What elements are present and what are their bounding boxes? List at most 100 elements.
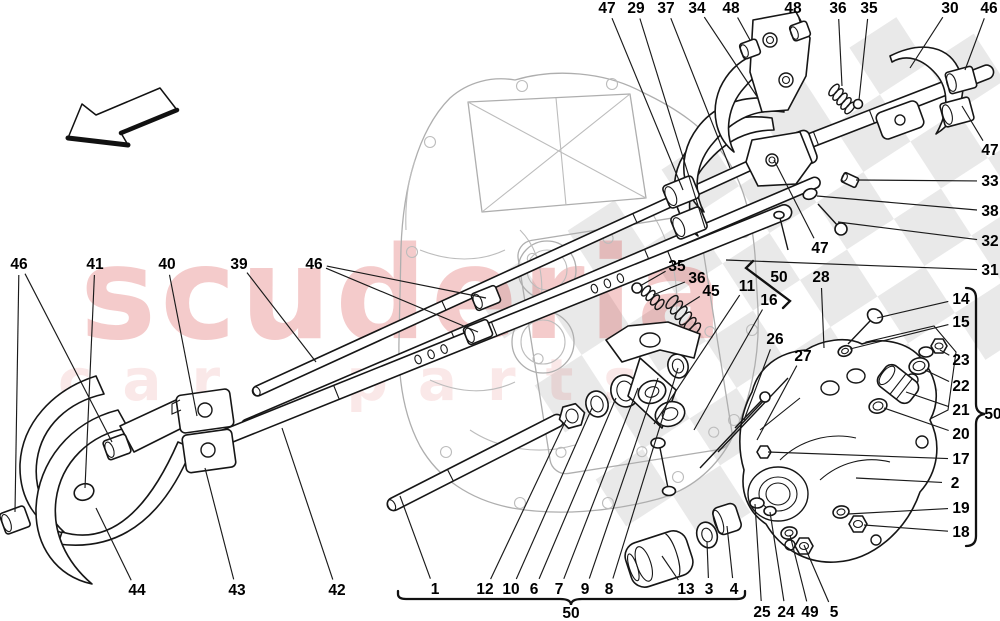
left-shift-forks [19, 375, 237, 585]
callout-label-45: 45 [702, 283, 720, 300]
leader-line [849, 324, 949, 350]
leader-line [939, 349, 950, 356]
leader-line [246, 272, 317, 363]
leader-line [325, 267, 479, 333]
callout-label-44: 44 [128, 582, 146, 599]
callout-label-1: 1 [431, 581, 440, 598]
leader-line [515, 407, 593, 580]
bushing [712, 502, 742, 536]
washer [667, 353, 689, 379]
leader-line [538, 397, 617, 580]
leader-line [909, 16, 944, 69]
callout-label-28: 28 [812, 269, 830, 286]
callout-label-35: 35 [860, 0, 878, 17]
callout-label-17: 17 [952, 451, 969, 468]
leader-line [653, 294, 741, 425]
callout-label-4: 4 [730, 581, 739, 598]
callout-label-19: 19 [952, 500, 970, 517]
callout-label-42: 42 [328, 582, 345, 599]
callout-label-33: 33 [981, 173, 999, 190]
checker-cell [987, 127, 1000, 205]
setscrew [840, 171, 860, 189]
leader-line [838, 18, 843, 87]
callout-label-12: 12 [476, 581, 493, 598]
nut [756, 445, 772, 459]
checker-cell [971, 204, 1000, 283]
leader-line [706, 541, 709, 579]
leader-line [612, 367, 679, 579]
leader-line [725, 259, 978, 271]
leader-line [905, 391, 949, 408]
leader-line [754, 503, 762, 602]
leader-line [767, 451, 949, 460]
callout-label-7: 7 [555, 581, 564, 598]
leader-line [789, 534, 808, 602]
checker-cell [893, 188, 972, 266]
callout-label-47: 47 [811, 240, 828, 257]
leader-line [743, 349, 771, 421]
leader-line [816, 195, 978, 211]
checker-cell [954, 282, 1000, 360]
bolt [847, 308, 884, 345]
callout-label-46: 46 [980, 0, 998, 17]
leader-line [281, 427, 334, 580]
bolt-head [661, 485, 677, 497]
callout-label-16: 16 [760, 292, 778, 309]
leader-line [737, 17, 751, 41]
callout-label-3: 3 [705, 581, 714, 598]
callout-label-30: 30 [941, 0, 958, 17]
shaft-end-parts [624, 502, 742, 588]
leader-line [924, 369, 950, 383]
callout-label-41: 41 [86, 256, 104, 273]
right-brace-label: 50 [984, 406, 1000, 423]
leader-line [855, 477, 943, 483]
callout-label-2: 2 [951, 475, 960, 492]
leader-line [961, 105, 984, 141]
leader-line [639, 270, 666, 287]
ring [908, 357, 930, 375]
callout-label-49: 49 [801, 604, 819, 621]
nut [558, 402, 586, 430]
spring [828, 83, 856, 115]
roller [637, 379, 667, 405]
washer [832, 505, 850, 519]
spring [665, 294, 702, 337]
checker-cell [849, 17, 927, 95]
group-braces: 50 50 50 [396, 259, 1000, 621]
selector-hub-blocks [171, 388, 237, 474]
leader-line [769, 511, 785, 602]
barrel-bushing [624, 530, 694, 588]
leader-line [858, 18, 869, 101]
leader-line [652, 281, 686, 296]
leader-line [326, 265, 487, 299]
fork-pad [73, 482, 95, 502]
leader-line [798, 17, 801, 23]
cylinder [876, 363, 920, 405]
bushing [788, 20, 812, 42]
callout-label-26: 26 [766, 331, 784, 348]
callout-label-5: 5 [830, 604, 839, 621]
leader-line [847, 508, 949, 515]
selector-finger-assembly [558, 210, 789, 497]
callout-label-6: 6 [530, 581, 539, 598]
callout-label-10: 10 [502, 581, 519, 598]
washer [650, 437, 666, 449]
callout-label-32: 32 [981, 233, 998, 250]
callout-label-40: 40 [158, 256, 175, 273]
leader-line [490, 419, 567, 580]
callout-label-34: 34 [688, 0, 706, 17]
leader-line [773, 159, 815, 239]
bottom-brace-label: 50 [562, 605, 579, 621]
center-slant-bracket [744, 259, 792, 310]
center-bracket-label: 50 [770, 269, 787, 286]
detent-ball [852, 98, 864, 110]
leader-line [84, 274, 95, 489]
callout-label-46: 46 [305, 256, 323, 273]
direction-arrow-icon [65, 87, 180, 148]
callout-label-11: 11 [739, 278, 756, 295]
leader-line [95, 507, 132, 581]
bushing [662, 175, 700, 209]
callout-label-20: 20 [952, 426, 969, 443]
